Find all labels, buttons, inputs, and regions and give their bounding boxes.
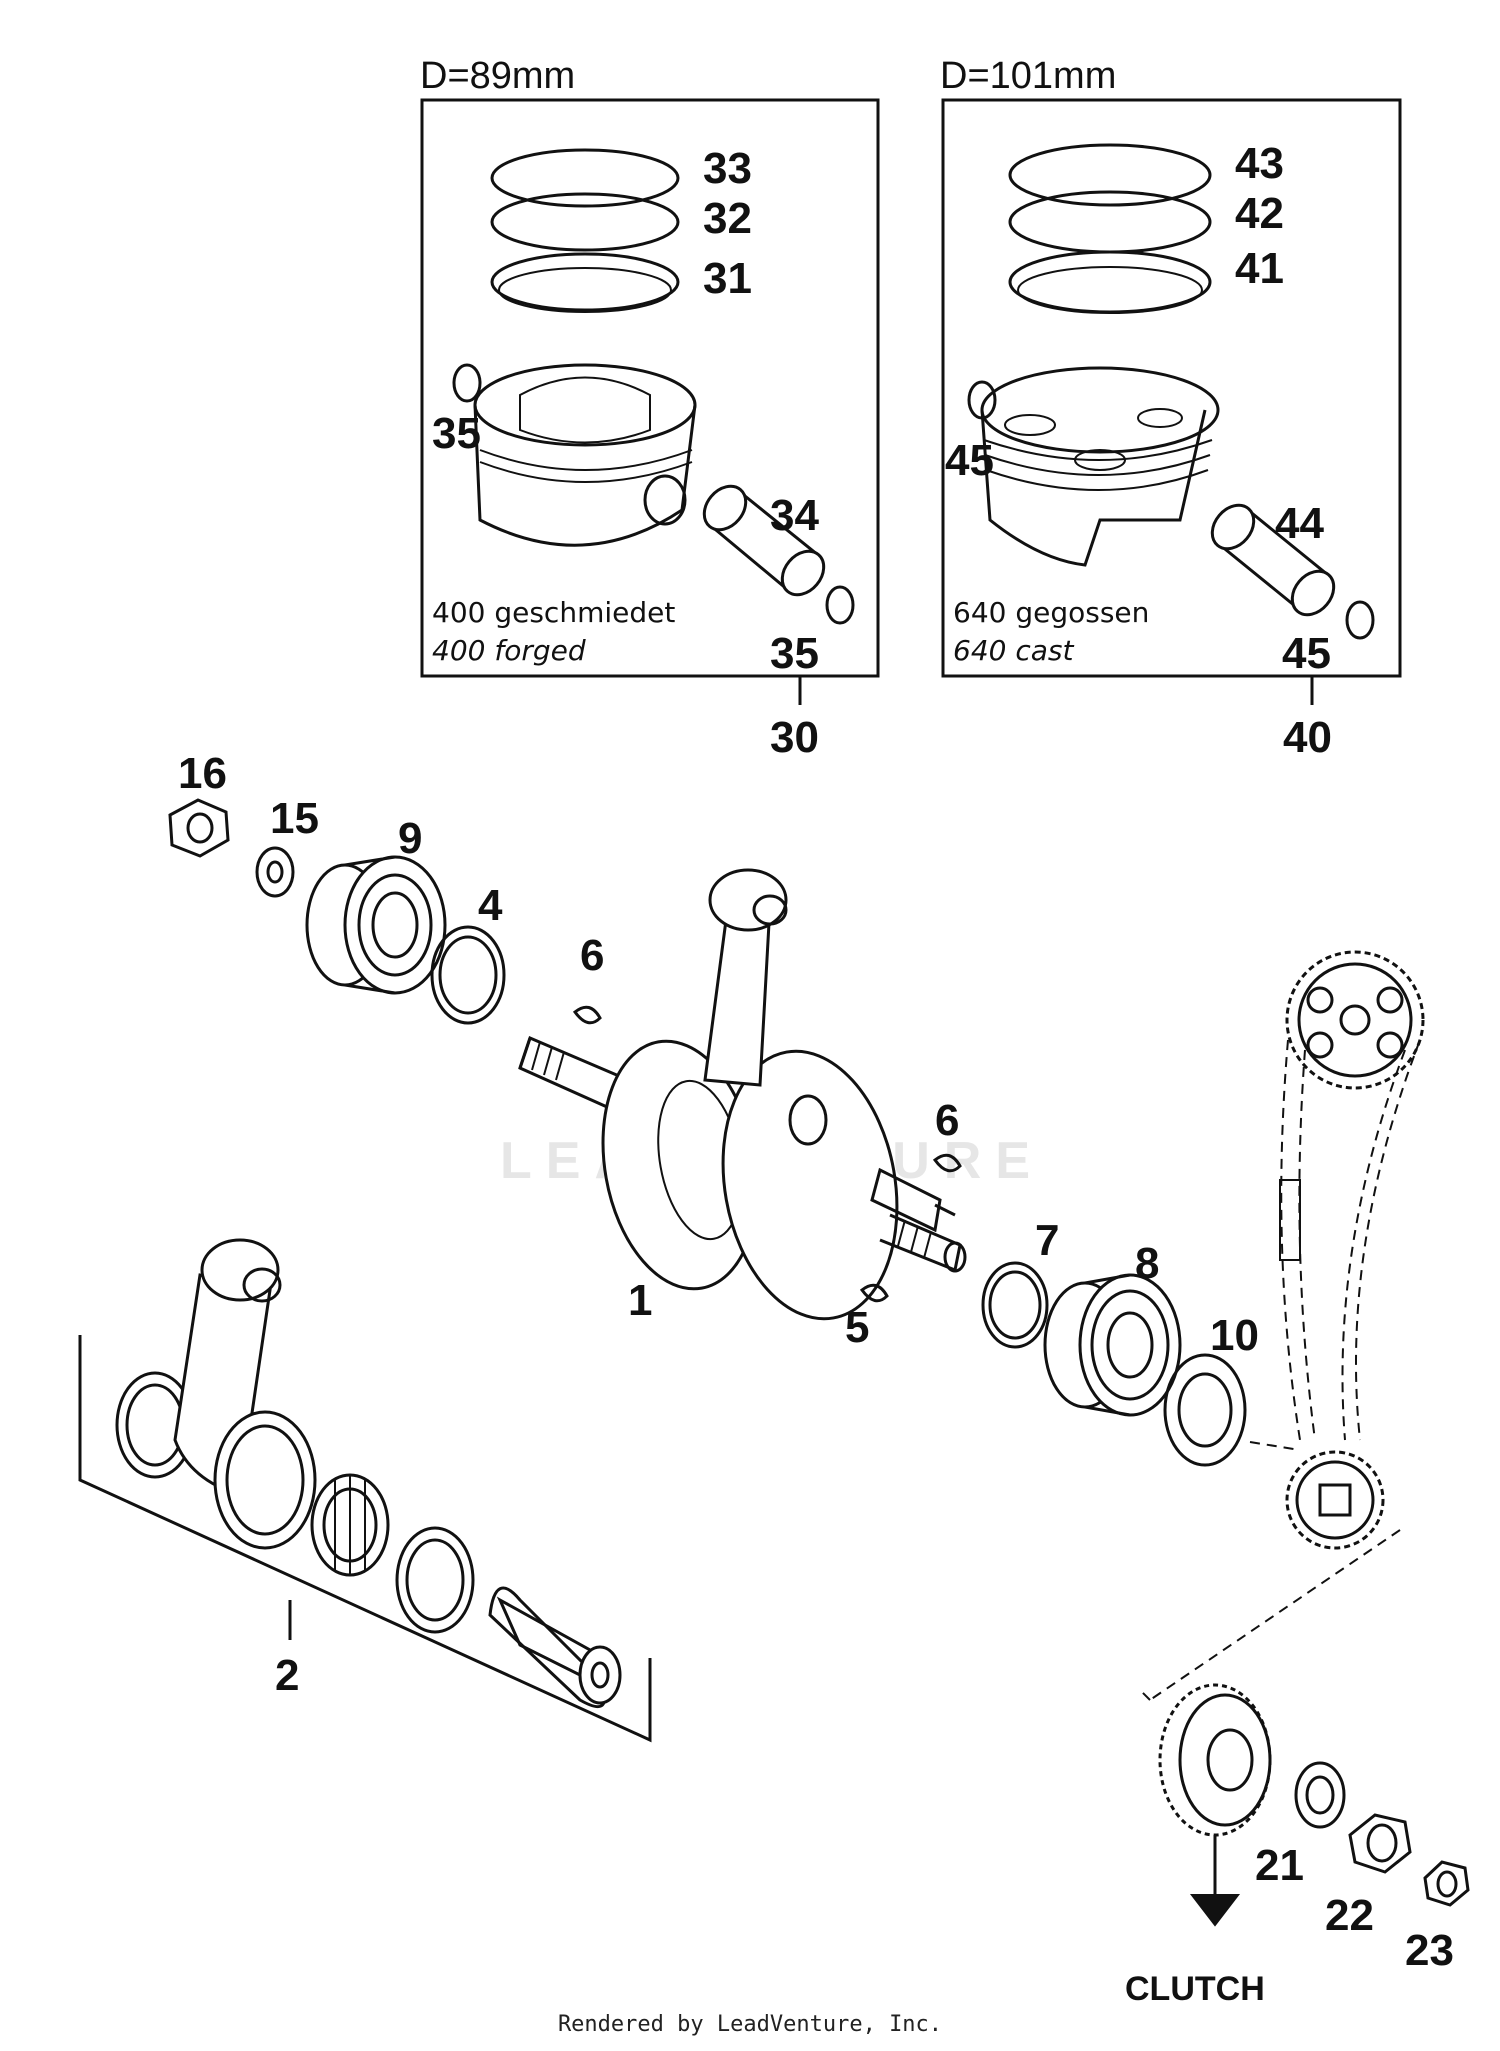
piston-kit-box-101mm: D=101mm 43 42 41 45 44 45: [940, 55, 1402, 762]
note-640-gegossen: 640 gegossen: [953, 596, 1149, 629]
woodruff-key-5: 5: [845, 1283, 889, 1352]
circlip-left-a: [452, 363, 482, 403]
needle-bearing: [310, 1473, 390, 1577]
footer-credit: Rendered by LeadVenture, Inc.: [557, 2012, 943, 2037]
label-42: 42: [1235, 189, 1284, 238]
piston-box-frame-right: [941, 98, 1402, 678]
note-640-cast: 640 cast: [953, 634, 1074, 667]
circlip-left-b: [825, 585, 855, 625]
label-33: 33: [703, 144, 752, 193]
timing-chain-sprockets: [1149, 950, 1425, 1701]
callout-40: 40: [1283, 713, 1332, 762]
label-44: 44: [1275, 499, 1324, 548]
note-400-geschmiedet: 400 geschmiedet: [432, 596, 675, 629]
conrod-kit-2: 2: [78, 1238, 652, 1743]
dimension-label-89mm: D=89mm: [420, 55, 575, 97]
circlip-right-b: [1345, 600, 1375, 640]
woodruff-key-6-right: 6: [932, 1096, 962, 1173]
label-23: 23: [1405, 1926, 1454, 1975]
bearing-9: 9: [305, 814, 447, 995]
label-43: 43: [1235, 139, 1284, 188]
bearing-8: 8: [1043, 1239, 1182, 1417]
piston-kit-box-89mm: D=89mm 33 32 31 35: [420, 55, 880, 762]
label-8: 8: [1135, 1239, 1159, 1288]
label-21: 21: [1255, 1841, 1304, 1890]
piston-rings-right: [1008, 143, 1212, 314]
circlip-right-a: [967, 380, 997, 420]
note-400-forged: 400 forged: [432, 634, 586, 667]
label-4: 4: [478, 881, 503, 930]
label-32: 32: [703, 194, 752, 243]
piston-right: [980, 366, 1220, 567]
washer-15: 15: [255, 794, 319, 898]
label-34: 34: [770, 491, 819, 540]
piston-pin-right: [1210, 503, 1336, 617]
label-10: 10: [1210, 1311, 1259, 1360]
shim-7: 7: [981, 1216, 1059, 1349]
label-16: 16: [178, 749, 227, 798]
label-35-right: 35: [770, 629, 819, 678]
label-31: 31: [703, 254, 752, 303]
lockwasher-21: 21: [1255, 1761, 1346, 1890]
piston-rings-left: [490, 148, 680, 313]
label-5: 5: [845, 1303, 869, 1352]
primary-gear: CLUTCH: [1125, 1683, 1272, 2008]
label-6-right: 6: [935, 1096, 959, 1145]
nut-23: 23: [1405, 1860, 1470, 1975]
dimension-label-101mm: D=101mm: [940, 55, 1116, 97]
callout-30: 30: [770, 713, 819, 762]
label-22: 22: [1325, 1891, 1374, 1940]
clutch-label: CLUTCH: [1125, 1970, 1265, 2008]
nut-16: 16: [168, 749, 230, 858]
label-41: 41: [1235, 244, 1284, 293]
crankshaft-1: 1: [518, 868, 967, 1325]
label-45-left: 45: [945, 436, 994, 485]
label-35-left: 35: [432, 409, 481, 458]
label-2: 2: [275, 1651, 299, 1700]
label-45-right: 45: [1282, 629, 1331, 678]
label-15: 15: [270, 794, 319, 843]
label-6-top: 6: [580, 931, 604, 980]
shim-4: 4: [430, 881, 506, 1025]
label-9: 9: [398, 814, 422, 863]
nut-22: 22: [1325, 1813, 1412, 1940]
piston-left: [473, 363, 697, 547]
woodruff-key-6-top: 6: [572, 931, 604, 1025]
label-1: 1: [628, 1276, 652, 1325]
label-7: 7: [1035, 1216, 1059, 1265]
piston-pin-left: [702, 484, 826, 597]
seal-10: 10: [1163, 1311, 1259, 1467]
piston-box-frame-left: [420, 98, 880, 678]
